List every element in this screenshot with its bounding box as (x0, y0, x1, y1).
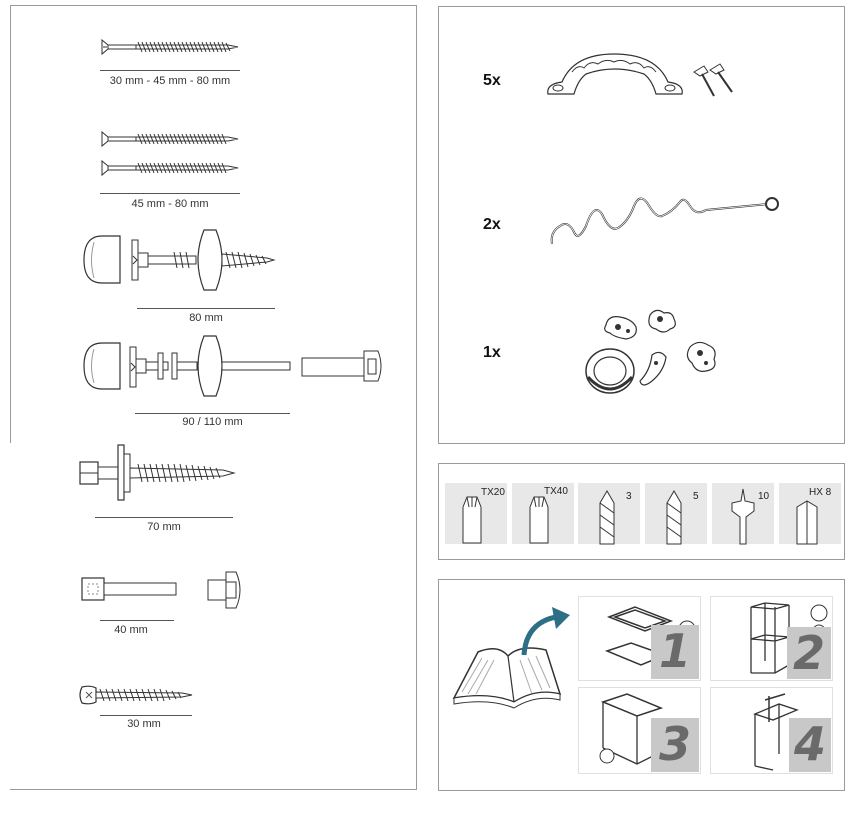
step-number: 2 (787, 627, 831, 679)
countersunk-screw-icon (101, 130, 239, 148)
dimension-label: 45 mm - 80 mm (131, 198, 209, 210)
dimension-label: 40 mm (114, 624, 148, 636)
handle-with-screws-icon (547, 53, 733, 97)
tool-tile: TX40 (512, 483, 574, 544)
dimension-label: 70 mm (147, 521, 181, 533)
dimension-label: 30 mm (127, 718, 161, 730)
spade-bit-icon (731, 488, 755, 545)
arrow-icon (521, 607, 570, 656)
quantity-label: 5x (483, 72, 501, 89)
hardware-panel (10, 5, 417, 790)
tool-tile: HX 8 (779, 483, 841, 545)
step-number: 4 (789, 718, 831, 772)
dimension-line (100, 620, 174, 621)
tool-label: TX20 (481, 487, 505, 498)
step-number: 3 (651, 718, 699, 772)
drill-bit-icon (666, 490, 682, 545)
tool-label: TX40 (544, 486, 568, 497)
tool-label: HX 8 (809, 487, 832, 498)
dimension-line (95, 517, 233, 518)
hex-bolt-icon (79, 444, 236, 501)
drill-bit-icon (599, 490, 615, 545)
barrel-bolt-icon (83, 335, 382, 397)
dimension-label: 30 mm - 45 mm - 80 mm (109, 75, 231, 87)
dimension-line (100, 193, 240, 194)
assembly-diagram (599, 693, 664, 765)
quantity-label: 1x (483, 344, 501, 361)
tool-tile: 5 (645, 483, 707, 545)
manual-page-2: 2 (710, 596, 833, 681)
manual-page-1: 1 (578, 596, 701, 681)
tool-tile: 3 (578, 483, 640, 545)
step-number: 1 (651, 625, 699, 679)
dimension-label: 90 / 110 mm (182, 416, 243, 428)
panel-divider (10, 5, 11, 443)
open-book-icon (452, 647, 562, 709)
dimension-line (100, 715, 192, 716)
torx-bit-icon (462, 496, 482, 544)
dimension-line (100, 70, 240, 71)
parts-panel (438, 6, 845, 444)
climbing-holds-icon (585, 309, 716, 394)
dimension-line (135, 413, 290, 414)
pan-head-screw-icon (79, 685, 193, 705)
socket-head-bolt-icon (81, 571, 241, 609)
hex-key-icon (796, 500, 818, 545)
torx-bit-icon (529, 496, 549, 544)
cap-bolt-icon (83, 229, 276, 291)
ground-anchor-icon (550, 197, 779, 245)
tool-tile: 10 (712, 483, 774, 545)
tool-label: 5 (693, 491, 699, 502)
tool-tile: TX20 (445, 483, 507, 544)
manual-page-3: 3 (578, 687, 701, 774)
quantity-label: 2x (483, 216, 501, 233)
countersunk-screw-icon (101, 159, 239, 177)
manual-page-4: 4 (710, 687, 833, 774)
tool-label: 10 (758, 491, 770, 502)
countersunk-screw-icon (101, 38, 239, 56)
dimension-label: 80 mm (189, 312, 223, 324)
assembly-diagram (753, 693, 799, 771)
tool-label: 3 (626, 491, 632, 502)
dimension-line (137, 308, 275, 309)
